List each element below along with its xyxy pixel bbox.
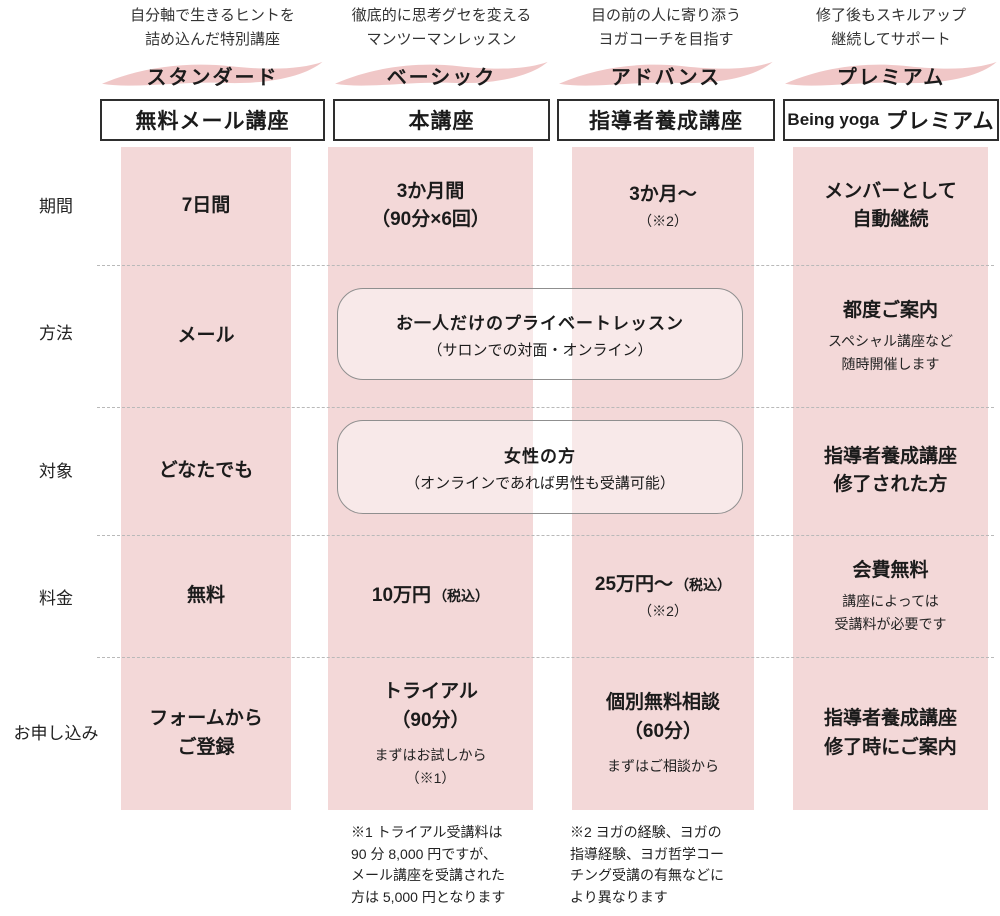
cell-note: スペシャル講座など 随時開催します bbox=[827, 333, 954, 372]
cell-period-basic: 3か月間 （90分×6回） bbox=[328, 147, 533, 265]
cell-method-standard: メール bbox=[121, 265, 291, 407]
cell-text: 指導者養成講座 修了された方 bbox=[823, 445, 957, 496]
cell-apply-basic: トライアル （90分） まずはお試しから （※1） bbox=[328, 657, 533, 810]
swoosh-icon bbox=[559, 61, 773, 86]
swoosh-icon bbox=[335, 61, 548, 86]
cell-text: 10万円 bbox=[371, 584, 432, 606]
cell-suffix: （税込） bbox=[675, 576, 732, 593]
course-name: 指導者養成講座 bbox=[589, 110, 743, 133]
row-label-period: 期間 bbox=[39, 197, 73, 216]
cell-target-standard: どなたでも bbox=[121, 407, 291, 535]
cell-note: まずはご相談から bbox=[607, 758, 719, 775]
cell-text: 3か月間 （90分×6回） bbox=[371, 180, 490, 231]
cell-text: 25万円〜 bbox=[594, 573, 674, 595]
cell-fee-premium: 会費無料 講座によっては 受講料が必要です bbox=[793, 535, 988, 657]
cell-period-advance: 3か月〜 （※2） bbox=[572, 147, 754, 265]
row-divider bbox=[97, 265, 994, 266]
cell-text: 個別無料相談 （60分） bbox=[605, 692, 720, 742]
row-label-apply: お申し込み bbox=[13, 724, 99, 743]
tier-ribbon: ベーシック bbox=[333, 58, 550, 92]
cell-text: メール bbox=[177, 324, 235, 346]
tier-label: プレミアム bbox=[836, 66, 946, 89]
cell-period-premium: メンバーとして 自動継続 bbox=[793, 147, 988, 265]
cell-text: 3か月〜 bbox=[629, 183, 697, 205]
pink-column-standard bbox=[121, 147, 291, 810]
span-box-method: お一人だけのプライベートレッスン （サロンでの対面・オンライン） bbox=[337, 288, 743, 380]
cell-text: フォームから ご登録 bbox=[149, 708, 263, 758]
course-header-box: 本講座 bbox=[333, 99, 550, 141]
pink-column-basic bbox=[328, 147, 533, 810]
cell-text: 7日間 bbox=[181, 194, 231, 216]
row-divider bbox=[97, 407, 994, 408]
catchphrase: 徹底的に思考グセを変える マンツーマンレッスン bbox=[351, 7, 532, 48]
tier-ribbon: アドバンス bbox=[557, 58, 775, 92]
row-label-fee: 料金 bbox=[39, 589, 73, 608]
swoosh-icon bbox=[102, 61, 323, 86]
tier-label: アドバンス bbox=[610, 66, 722, 89]
cell-target-premium: 指導者養成講座 修了された方 bbox=[793, 407, 988, 535]
header-column-standard: 自分軸で生きるヒントを 詰め込んだ特別講座 スタンダード 無料メール講座 bbox=[100, 4, 325, 141]
cell-text: 無料 bbox=[186, 584, 225, 606]
cell-fee-standard: 無料 bbox=[121, 535, 291, 657]
cell-text: 指導者養成講座 修了時にご案内 bbox=[823, 708, 957, 758]
course-name: プレミアム bbox=[886, 110, 995, 133]
tier-ribbon: スタンダード bbox=[100, 58, 325, 92]
header-column-basic: 徹底的に思考グセを変える マンツーマンレッスン ベーシック 本講座 bbox=[333, 4, 550, 141]
cell-suffix: （税込） bbox=[433, 587, 490, 604]
tier-label: スタンダード bbox=[146, 66, 279, 89]
span-box-title: 女性の方 bbox=[504, 446, 576, 466]
cell-apply-premium: 指導者養成講座 修了時にご案内 bbox=[793, 657, 988, 810]
footnote-1: ※1 トライアル受講料は 90 分 8,000 円ですが、 メール講座を受講され… bbox=[351, 824, 506, 906]
header-column-premium: 修了後もスキルアップ 継続してサポート プレミアム Being yoga プレミ… bbox=[783, 4, 999, 141]
cell-text: どなたでも bbox=[158, 459, 254, 481]
catchphrase: 修了後もスキルアップ 継続してサポート bbox=[815, 7, 966, 48]
cell-text: メンバーとして 自動継続 bbox=[824, 180, 957, 231]
cell-sub: （※2） bbox=[638, 213, 688, 230]
cell-apply-standard: フォームから ご登録 bbox=[121, 657, 291, 810]
course-header-box: 無料メール講座 bbox=[100, 99, 325, 141]
span-box-subtitle: （オンラインであれば男性も受講可能） bbox=[405, 474, 675, 492]
cell-fee-advance: 25万円〜 （税込） （※2） bbox=[572, 535, 754, 657]
pink-column-advance bbox=[572, 147, 754, 810]
course-name-latin: Being yoga bbox=[787, 110, 880, 129]
catchphrase: 自分軸で生きるヒントを 詰め込んだ特別講座 bbox=[130, 7, 295, 48]
cell-period-standard: 7日間 bbox=[121, 147, 291, 265]
footnote-2: ※2 ヨガの経験、ヨガの 指導経験、ヨガ哲学コー チング受講の有無などに より異… bbox=[570, 824, 724, 906]
span-box-title: お一人だけのプライベートレッスン bbox=[396, 313, 684, 333]
cell-note: まずはお試しから （※1） bbox=[374, 747, 487, 786]
row-divider bbox=[97, 535, 994, 536]
span-box-subtitle: （サロンでの対面・オンライン） bbox=[427, 341, 653, 359]
course-header-box: Being yoga プレミアム bbox=[783, 99, 999, 141]
row-divider bbox=[97, 657, 994, 658]
header-column-advance: 目の前の人に寄り添う ヨガコーチを目指す アドバンス 指導者養成講座 bbox=[557, 4, 775, 141]
cell-note: 講座によっては 受講料が必要です bbox=[834, 593, 947, 632]
course-name: 無料メール講座 bbox=[135, 110, 290, 133]
span-box-target: 女性の方 （オンラインであれば男性も受講可能） bbox=[337, 420, 743, 514]
row-label-target: 対象 bbox=[39, 462, 73, 481]
cell-sub: （※2） bbox=[638, 603, 688, 620]
tier-label: ベーシック bbox=[386, 66, 497, 89]
catchphrase: 目の前の人に寄り添う ヨガコーチを目指す bbox=[590, 7, 741, 48]
swoosh-icon bbox=[785, 61, 997, 86]
cell-text: 会費無料 bbox=[852, 559, 929, 581]
row-label-method: 方法 bbox=[39, 324, 73, 343]
course-name: 本講座 bbox=[408, 110, 475, 133]
cell-apply-advance: 個別無料相談 （60分） まずはご相談から bbox=[572, 657, 754, 810]
cell-fee-basic: 10万円 （税込） bbox=[328, 535, 533, 657]
cell-text: トライアル （90分） bbox=[383, 681, 478, 731]
pink-column-premium bbox=[793, 147, 988, 810]
course-header-box: 指導者養成講座 bbox=[557, 99, 775, 141]
cell-text: 都度ご案内 bbox=[842, 299, 938, 321]
cell-method-premium: 都度ご案内 スペシャル講座など 随時開催します bbox=[793, 265, 988, 407]
tier-ribbon: プレミアム bbox=[783, 58, 999, 92]
